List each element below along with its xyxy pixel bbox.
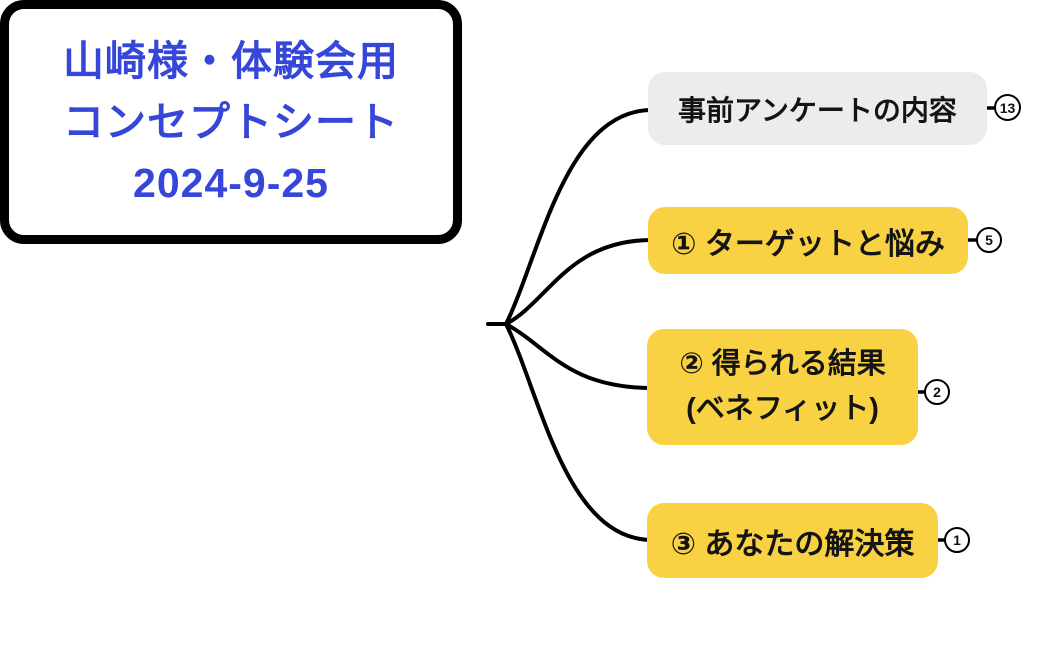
- node-label: 事前アンケートの内容: [678, 94, 957, 126]
- node-target[interactable]: ① ターゲットと悩み: [648, 207, 968, 274]
- root-node-line: コンセプトシート: [63, 98, 399, 145]
- connector-to-target: [504, 238, 654, 326]
- child-count-value: 13: [999, 99, 1016, 116]
- child-count-badge[interactable]: 13: [994, 94, 1021, 121]
- child-count-badge[interactable]: 2: [924, 379, 950, 405]
- node-label-line: ② 得られる結果: [679, 348, 886, 380]
- node-label: ③ あなたの解決策: [670, 527, 915, 561]
- node-pre-survey[interactable]: 事前アンケートの内容: [648, 72, 987, 145]
- child-count-value: 2: [933, 384, 941, 400]
- node-label-line: (ベネフィット): [686, 393, 879, 425]
- child-count-badge[interactable]: 5: [976, 227, 1002, 253]
- node-solution[interactable]: ③ あなたの解決策: [647, 503, 938, 578]
- connector-to-solution: [504, 322, 654, 542]
- child-count-value: 5: [985, 232, 993, 248]
- child-count-badge[interactable]: 1: [944, 527, 970, 553]
- node-benefit[interactable]: ② 得られる結果 (ベネフィット): [647, 329, 918, 445]
- root-node-line: 2024-9-25: [133, 159, 329, 206]
- root-node[interactable]: 山崎様・体験会用 コンセプトシート 2024-9-25: [0, 0, 462, 244]
- node-label: ① ターゲットと悩み: [671, 227, 945, 261]
- connector-to-pre-survey: [504, 108, 654, 326]
- connector-to-benefit: [504, 322, 654, 390]
- child-count-value: 1: [953, 532, 961, 548]
- root-node-line: 山崎様・体験会用: [63, 37, 399, 84]
